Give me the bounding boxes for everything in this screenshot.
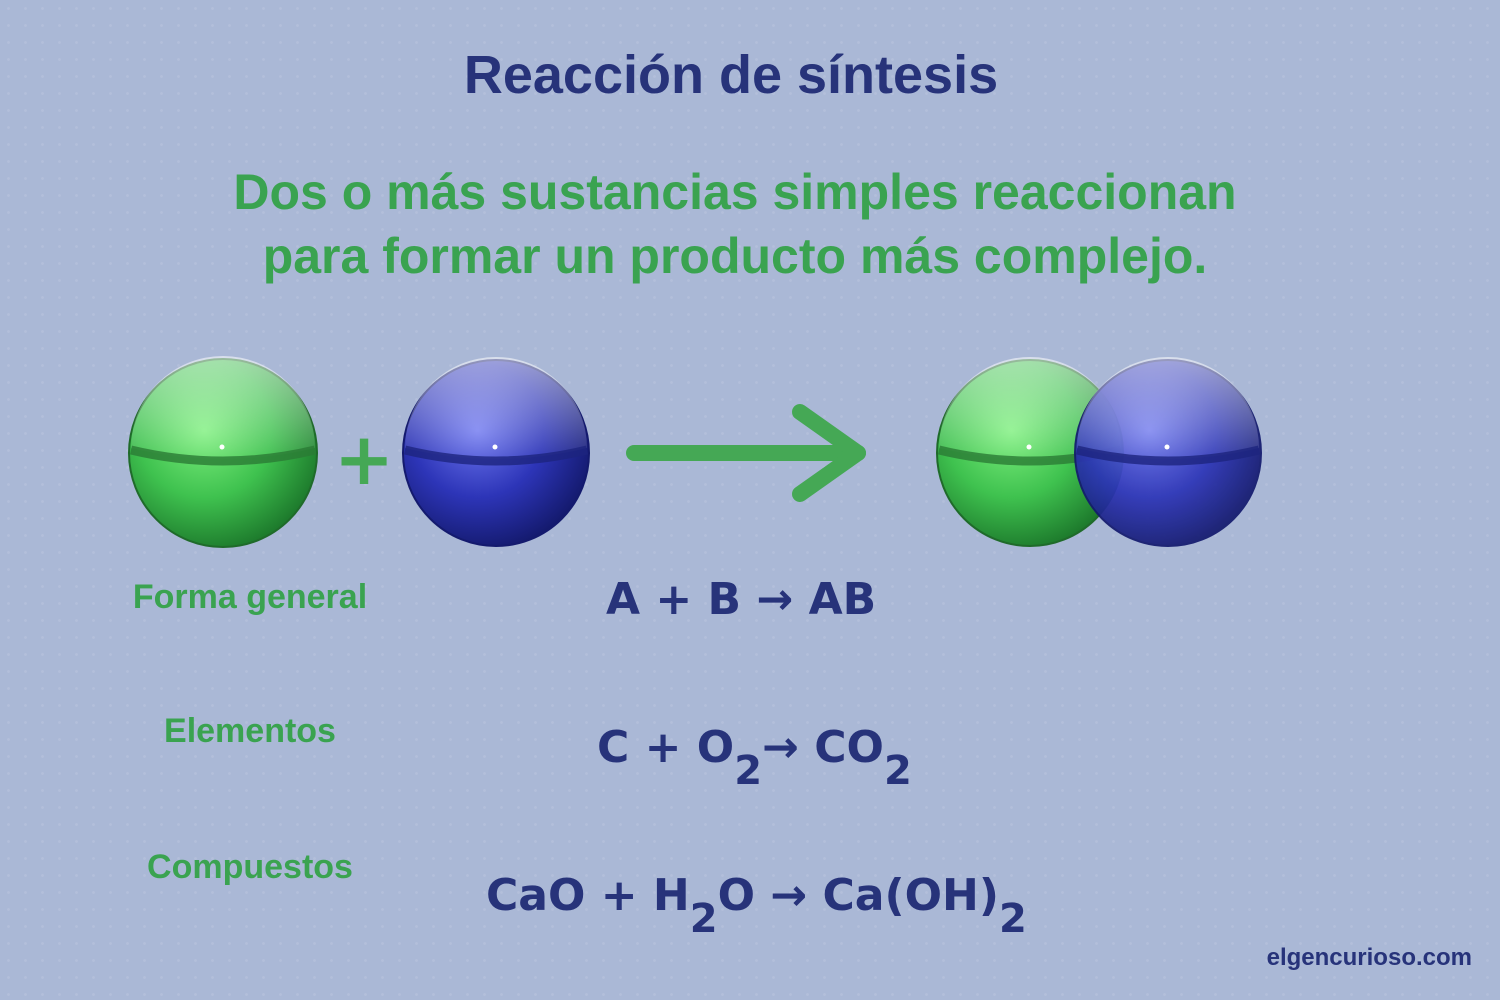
- subscript: 2: [998, 896, 1027, 942]
- equation-general-lhs: A + B: [606, 574, 742, 625]
- label-forma-general: Forma general: [132, 578, 368, 616]
- equation-general: A + B → AB: [606, 574, 876, 625]
- molecule-ab-icon: [936, 357, 1262, 547]
- equation-compuestos-part-1: CaO + H: [486, 870, 690, 921]
- label-compuestos: Compuestos: [147, 848, 353, 886]
- reaction-arrow-icon: [626, 404, 866, 502]
- equation-compuestos-part-3: Ca(OH): [822, 870, 999, 921]
- definition-line-1: Dos o más sustancias simples reaccionan: [233, 164, 1237, 220]
- equation-elementos-part-2: CO: [814, 722, 884, 773]
- label-elementos: Elementos: [164, 712, 336, 750]
- equation-compuestos-arrow: →: [770, 870, 808, 921]
- site-watermark: elgencurioso.com: [1266, 944, 1472, 971]
- equation-general-arrow: →: [756, 574, 794, 625]
- blue-sphere-icon: [402, 357, 590, 547]
- page-title: Reacción de síntesis: [463, 45, 999, 105]
- reaction-diagram: +: [128, 356, 1262, 548]
- definition-line-2: para formar un producto más complejo.: [262, 228, 1208, 284]
- plus-sign: +: [334, 417, 394, 501]
- subscript: 2: [734, 748, 763, 794]
- equation-elementos-part-1: C + O: [597, 722, 735, 773]
- equation-compuestos: CaO + H2O → Ca(OH)2: [486, 870, 1027, 942]
- equation-general-rhs: AB: [808, 574, 877, 625]
- equation-compuestos-part-2: O: [717, 870, 755, 921]
- definition-text: Dos o más sustancias simples reaccionan …: [0, 160, 1470, 288]
- equation-elementos-arrow: →: [762, 722, 799, 773]
- subscript: 2: [883, 748, 912, 794]
- green-sphere-icon: [128, 356, 318, 548]
- equation-elementos: C + O2→ CO2: [597, 722, 912, 794]
- subscript: 2: [689, 896, 718, 942]
